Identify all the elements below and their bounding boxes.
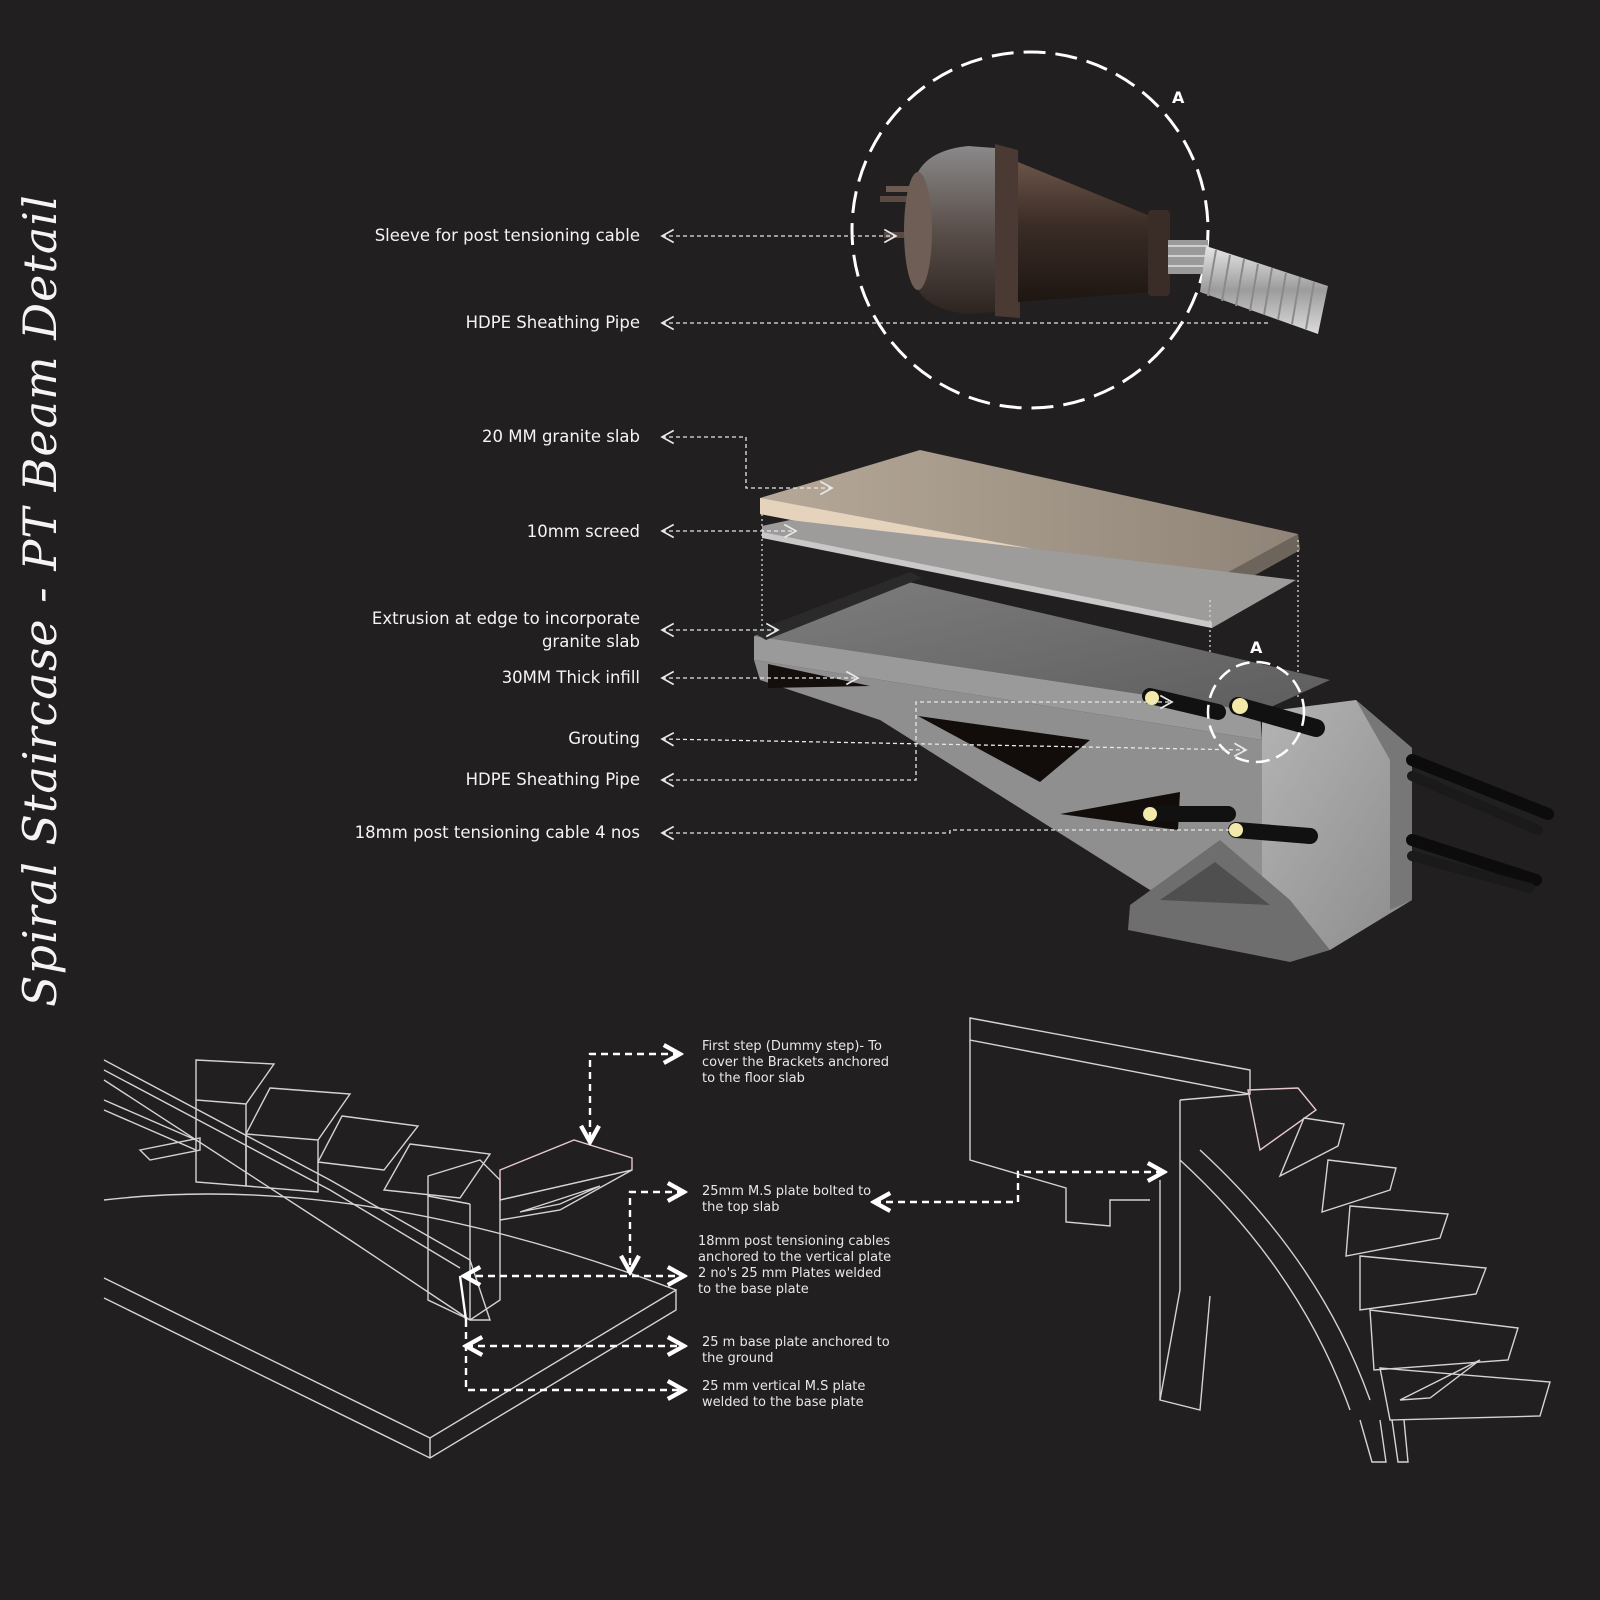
label-sleeve: Sleeve for post tensioning cable	[374, 226, 640, 245]
right-stair-drawing	[969, 1017, 1551, 1463]
pt-anchor-sleeve	[880, 144, 1328, 334]
note-arrows	[458, 1054, 1164, 1390]
label-screed: 10mm screed	[526, 522, 640, 541]
note-pt-cables: 18mm post tensioning cables anchored to …	[698, 1234, 892, 1297]
note-ms-plate: 25mm M.S plate bolted to the top slab	[702, 1184, 872, 1215]
label-infill: 30MM Thick infill	[501, 668, 640, 687]
detail-a-marker	[1206, 660, 1306, 764]
detail-a-tag-beam: A	[1250, 638, 1263, 657]
note-vertical-plate: 25 mm vertical M.S plate welded to the b…	[702, 1379, 866, 1410]
leader-lines	[660, 228, 1268, 841]
label-granite: 20 MM granite slab	[482, 427, 640, 446]
label-hdpe-top: HDPE Sheathing Pipe	[465, 313, 640, 332]
left-stair-drawing	[103, 1059, 677, 1459]
label-extrusion-line1: Extrusion at edge to incorporate	[371, 609, 640, 628]
label-cable: 18mm post tensioning cable 4 nos	[354, 823, 640, 842]
label-grouting: Grouting	[568, 729, 640, 748]
note-base-plate: 25 m base plate anchored to the ground	[702, 1335, 890, 1366]
screed-layer	[762, 520, 1296, 628]
label-hdpe-mid: HDPE Sheathing Pipe	[465, 770, 640, 789]
label-extrusion-line2: granite slab	[541, 632, 640, 651]
pt-beam	[752, 572, 1554, 962]
note-first-step: First step (Dummy step)- To cover the Br…	[702, 1039, 890, 1086]
detail-a-tag-top: A	[1172, 88, 1185, 107]
